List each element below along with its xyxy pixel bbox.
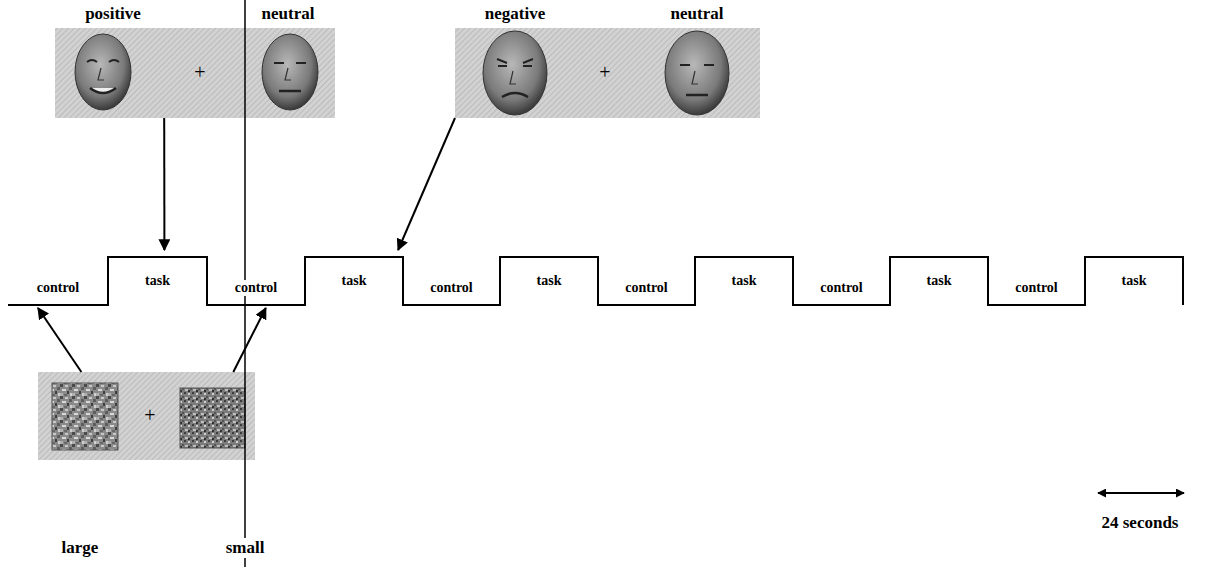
scrambled-image [52, 383, 118, 450]
stimulus-arrow [163, 118, 165, 250]
block-waveform [8, 257, 1183, 305]
duration-arrow [1098, 492, 1184, 494]
stimulus-label: neutral [260, 4, 317, 24]
block-segment: control [207, 268, 305, 308]
block-segment: control [598, 268, 695, 308]
stimulus-label: positive [83, 4, 143, 24]
condition-label: control [624, 280, 669, 295]
face-image [75, 34, 131, 110]
plus-sign: + [194, 61, 205, 83]
block-segment: task [500, 250, 598, 312]
block-segment: task [1085, 250, 1183, 312]
stimulus-panel [455, 28, 760, 118]
face-image [483, 31, 547, 115]
stimulus-label: neutral [669, 4, 726, 24]
face-image [665, 31, 729, 115]
block-segment: task [108, 250, 207, 312]
condition-label: control [819, 280, 864, 295]
condition-label: task [536, 273, 563, 288]
scrambled-image [180, 388, 245, 448]
face-image [262, 34, 318, 110]
condition-label: control [1014, 280, 1059, 295]
stimulus-label: small [224, 538, 267, 558]
stimulus-arrow [233, 308, 265, 372]
condition-label: control [36, 280, 81, 295]
block-segment: task [695, 250, 793, 312]
condition-label: task [144, 273, 171, 288]
block-segment: control [8, 268, 108, 308]
block-segment: control [793, 268, 890, 308]
condition-label: control [429, 280, 474, 295]
condition-label: control [234, 280, 279, 295]
block-segment: task [305, 250, 403, 312]
condition-label: task [731, 273, 758, 288]
stimulus-arrow [38, 308, 81, 372]
stimulus-panel [55, 28, 335, 118]
block-segment: control [403, 268, 500, 308]
stimulus-label: large [60, 538, 101, 558]
plus-sign: + [599, 61, 610, 83]
condition-label: task [1121, 273, 1148, 288]
stimulus-panel [38, 372, 255, 460]
block-segment: task [890, 250, 988, 312]
plus-sign: + [144, 404, 155, 426]
stimulus-arrow [398, 118, 455, 250]
stimulus-label: negative [483, 4, 547, 24]
condition-label: task [926, 273, 953, 288]
condition-label: task [341, 273, 368, 288]
duration-label: 24 seconds [1100, 514, 1181, 533]
block-segment: control [988, 268, 1085, 308]
